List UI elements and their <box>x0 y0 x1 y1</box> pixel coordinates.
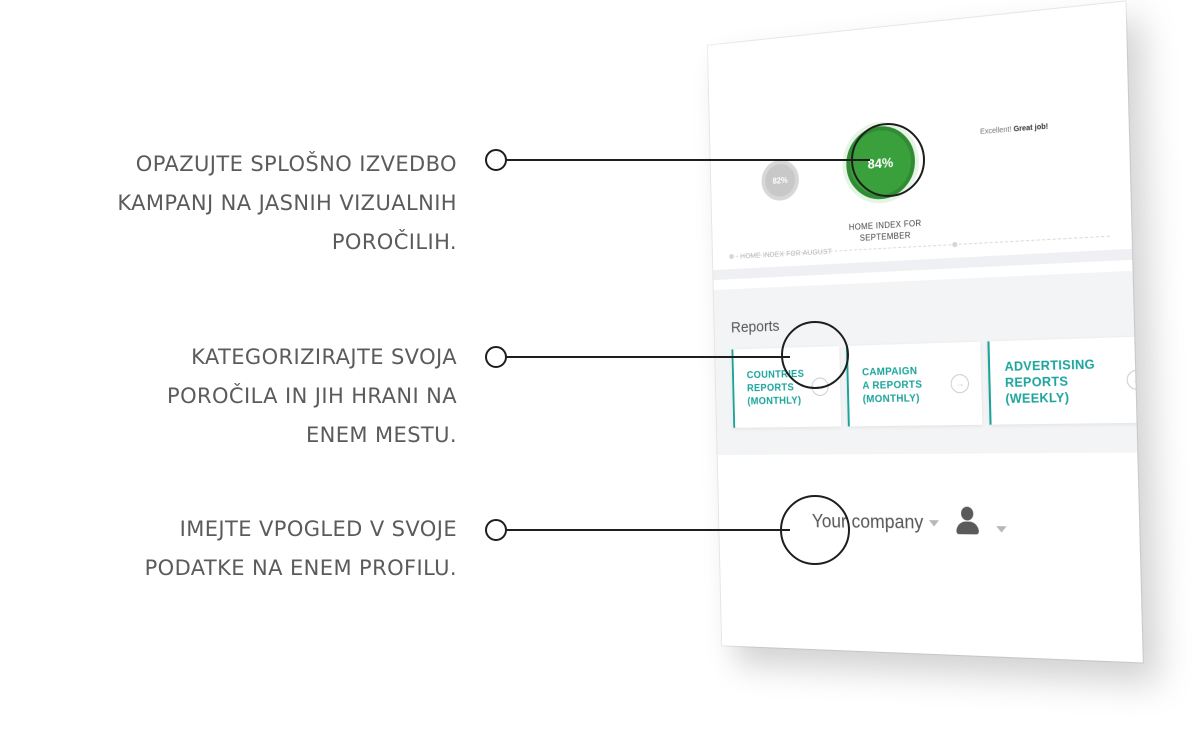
previous-index-label: HOME INDEX FOR AUGUST <box>740 248 833 261</box>
callout-line: PODATKE NA ENEM PROFILU. <box>144 556 457 580</box>
previous-index-value: 82% <box>772 175 788 186</box>
current-index-gauge: 84% <box>845 123 916 202</box>
callout-line: POROČILIH. <box>331 230 457 254</box>
app-preview-stage: Excellent! Great job! 82% 84% HOME INDEX… <box>660 1 1180 690</box>
connector-start-circle <box>485 149 507 171</box>
arrow-right-circle-icon[interactable]: → <box>950 373 970 394</box>
previous-index-gauge: 82% <box>761 158 800 202</box>
connector-start-circle <box>485 346 507 368</box>
callout-line: POROČILA IN JIH HRANI NA <box>167 384 457 408</box>
report-card-countries[interactable]: COUNTRIES REPORTS (MONTHLY) → <box>731 346 842 428</box>
arrow-right-circle-icon[interactable]: → <box>811 377 829 397</box>
callout-line: KATEGORIZIRAJTE SVOJA <box>191 345 457 369</box>
chevron-down-icon[interactable] <box>996 526 1007 533</box>
callout-profile-insight: IMEJTE VPOGLED V SVOJE PODATKE NA ENEM P… <box>145 510 457 588</box>
callout-categorize-reports: KATEGORIZIRAJTE SVOJA POROČILA IN JIH HR… <box>167 338 457 455</box>
current-index-value: 84% <box>867 153 894 172</box>
company-selector[interactable]: Your company <box>812 511 940 534</box>
profile-section: Your company <box>717 452 1143 663</box>
company-name: Your company <box>811 510 924 533</box>
report-card-label: ADVERTISING REPORTS (WEEKLY) <box>1004 356 1096 406</box>
callout-line: IMEJTE VPOGLED V SVOJE <box>179 517 457 541</box>
app-preview-panel: Excellent! Great job! 82% 84% HOME INDEX… <box>707 1 1143 663</box>
callout-line: KAMPANJ NA JASNIH VIZUALNIH <box>117 191 457 215</box>
reports-title: Reports <box>730 317 780 337</box>
callout-line: OPAZUJTE SPLOŠNO IZVEDBO <box>135 152 457 176</box>
report-card-label: CAMPAIGN A REPORTS (MONTHLY) <box>861 365 923 405</box>
user-icon-head <box>960 506 974 521</box>
report-card-advertising[interactable]: ADVERTISING REPORTS (WEEKLY) → <box>987 336 1143 425</box>
report-card-campaign[interactable]: CAMPAIGN A REPORTS (MONTHLY) → <box>845 341 983 427</box>
praise-prefix: Excellent! <box>979 126 1012 137</box>
timeline-dot <box>729 253 734 260</box>
arrow-right-circle-icon[interactable]: → <box>1126 369 1143 390</box>
user-icon[interactable] <box>954 506 979 539</box>
user-icon-body <box>956 521 979 535</box>
current-index-label: HOME INDEX FOR SEPTEMBER <box>848 218 922 243</box>
callout-line: ENEM MESTU. <box>305 423 457 447</box>
home-index-section: Excellent! Great job! 82% 84% HOME INDEX… <box>707 1 1133 281</box>
connector-start-circle <box>485 519 507 541</box>
praise-text: Excellent! Great job! <box>980 123 1048 136</box>
timeline-dot <box>952 241 958 248</box>
praise-bold: Great job! <box>1013 123 1049 134</box>
reports-section: Reports COUNTRIES REPORTS (MONTHLY) → CA… <box>713 270 1143 456</box>
report-card-label: COUNTRIES REPORTS (MONTHLY) <box>746 368 805 407</box>
chevron-down-icon[interactable] <box>929 520 940 527</box>
callout-visual-reports: OPAZUJTE SPLOŠNO IZVEDBO KAMPANJ NA JASN… <box>117 145 457 262</box>
